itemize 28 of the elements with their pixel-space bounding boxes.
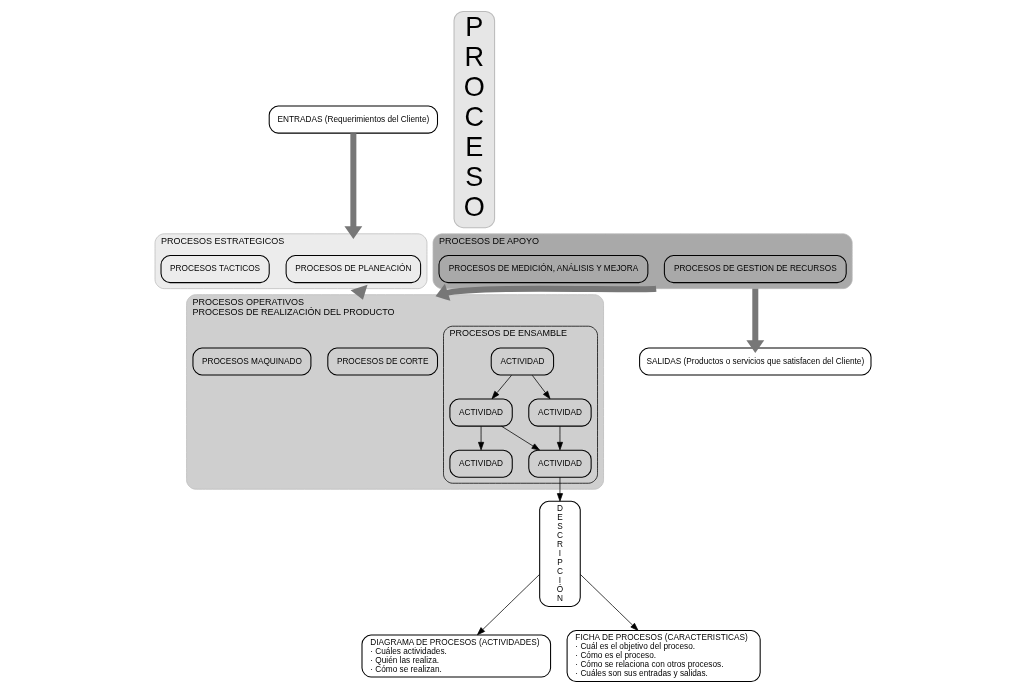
node-box: ACTIVIDAD bbox=[490, 347, 554, 376]
arrow bbox=[435, 283, 656, 301]
node-box: DESCRIPCIÓN bbox=[538, 500, 581, 607]
node-box: DIAGRAMA DE PROCESOS (ACTIVIDADES) · Cuáles actividades. · Quién las realiza. · Cómo se realizan. bbox=[360, 634, 551, 678]
arrow bbox=[476, 574, 540, 636]
node-box: PROCESOS MAQUINADO bbox=[191, 347, 311, 376]
node-box: PROCESOS TACTICOS bbox=[160, 255, 270, 284]
arrow bbox=[343, 133, 362, 240]
arrow bbox=[745, 288, 764, 353]
arrow bbox=[579, 574, 638, 631]
node-box: SALIDAS (Productos o servicios que satisfacen del Cliente) bbox=[638, 347, 871, 376]
arrow bbox=[477, 426, 484, 451]
node-box: ACTIVIDAD bbox=[448, 449, 513, 478]
arrow bbox=[556, 426, 563, 451]
node-box: ACTIVIDAD bbox=[448, 398, 513, 427]
node-box: ENTRADAS (Requerimientos del Cliente) bbox=[268, 105, 438, 134]
node-box: PROCESOS DE MEDICIÓN, ANÁLISIS Y MEJORA bbox=[437, 255, 648, 284]
node-box: PROCESOS DE GESTION DE RECURSOS bbox=[663, 255, 847, 284]
node-box: ACTIVIDAD bbox=[527, 449, 592, 478]
arrow bbox=[500, 425, 540, 451]
arrow bbox=[491, 374, 512, 400]
arrow bbox=[531, 374, 550, 400]
node-box: PROCESO bbox=[453, 10, 495, 229]
arrow bbox=[556, 476, 563, 502]
node-box: PROCESOS DE CORTE bbox=[326, 347, 438, 376]
node-box: FICHA DE PROCESOS (CARACTERISTICAS) · Cuál es el objetivo del proceso. · Cómo es el proceso. · Cómo se relaciona con otros procesos. · Cuáles son sus entradas y salidas. bbox=[566, 629, 761, 683]
node-box: PROCESOS DE PLANEACIÓN bbox=[285, 255, 421, 284]
node-box: ACTIVIDAD bbox=[527, 398, 592, 427]
